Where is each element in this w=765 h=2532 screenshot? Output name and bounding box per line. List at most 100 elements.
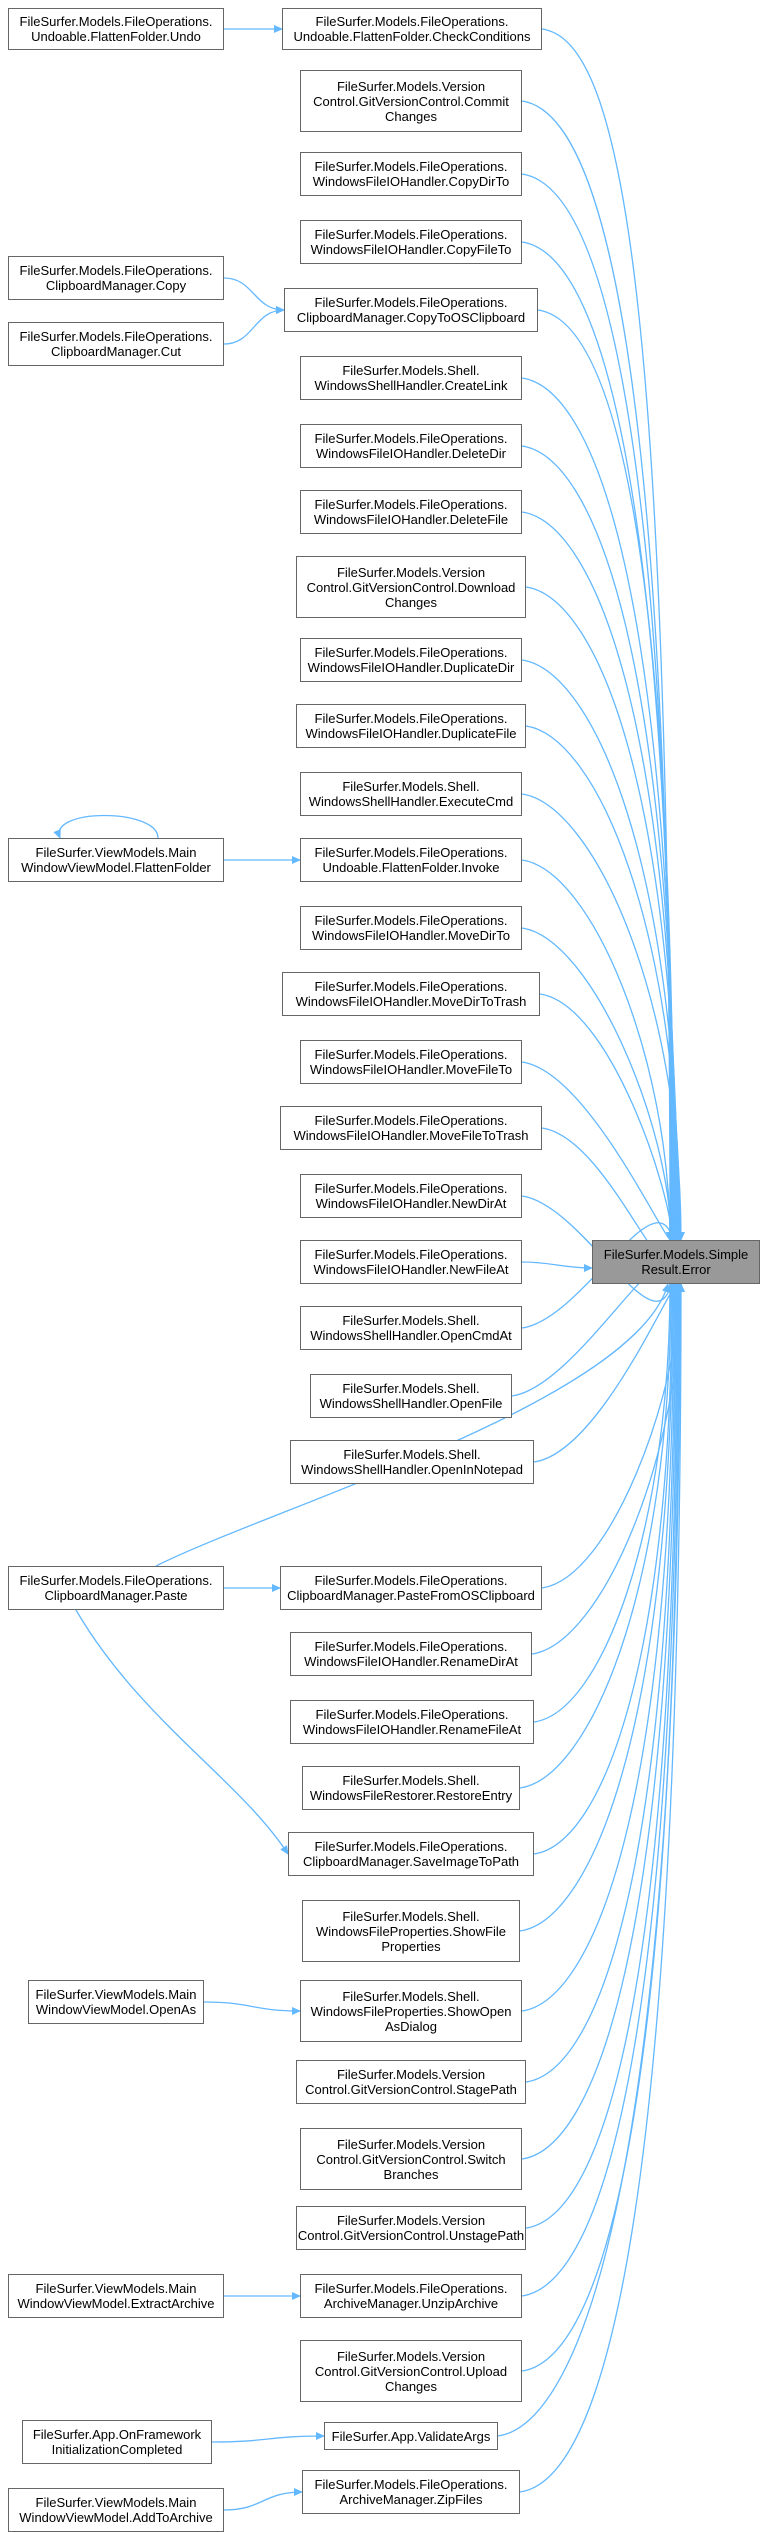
node-label-line: FileSurfer.Models.FileOperations. [315,1707,509,1722]
edge-to-target [521,445,680,1241]
edge-to-target [521,241,677,1241]
caller-node[interactable]: FileSurfer.Models.FileOperations.Windows… [300,1240,522,1284]
caller-node[interactable]: FileSurfer.Models.FileOperations.Undoabl… [8,8,224,50]
caller-node[interactable]: FileSurfer.Models.FileOperations.Archive… [302,2470,520,2514]
edge-to-target [521,659,683,1241]
caller-node[interactable]: FileSurfer.Models.FileOperations.Windows… [300,906,522,950]
caller-node[interactable]: FileSurfer.Models.FileOperations.Clipboa… [284,288,538,332]
node-label-line: ClipboardManager.CopyToOSClipboard [296,310,526,325]
caller-node[interactable]: FileSurfer.Models.Shell.WindowsShellHand… [310,1374,512,1418]
caller-node[interactable]: FileSurfer.Models.FileOperations.Clipboa… [8,1566,224,1610]
node-label-line: Changes [384,108,438,124]
node-label-line: ClipboardManager.SaveImageToPath [302,1854,520,1869]
caller-node[interactable]: FileSurfer.Models.FileOperations.Undoabl… [300,838,522,882]
node-label-line: WindowsFileIOHandler.DuplicateFile [305,726,517,741]
edge-to-target [519,1283,675,1789]
caller-node[interactable]: FileSurfer.Models.FileOperations.Clipboa… [280,1566,542,1610]
node-label-line: WindowsFileIOHandler.CopyDirTo [312,174,510,189]
caller-node[interactable]: FileSurfer.Models.Shell.WindowsFilePrope… [302,1900,520,1962]
edge-caller [223,306,285,345]
caller-node[interactable]: FileSurfer.Models.FileOperations.Windows… [300,1174,522,1218]
edge-to-target [521,859,674,1241]
node-label-line: Control.GitVersionControl.Switch [316,2151,506,2167]
node-label-line: FileSurfer.Models.FileOperations. [314,497,508,512]
node-label-line: WindowsFileRestorer.RestoreEntry [309,1788,513,1803]
caller-node[interactable]: FileSurfer.Models.Shell.WindowsShellHand… [300,356,522,400]
edge-to-target [521,1283,682,2297]
node-label-line: Control.GitVersionControl.StagePath [305,2082,517,2097]
node-label-line: InitializationCompleted [51,2442,183,2457]
node-label-line: WindowsFileIOHandler.DeleteFile [313,512,509,527]
caller-node[interactable]: FileSurfer.Models.FileOperations.Windows… [282,972,540,1016]
node-label-line: FileSurfer.Models.Shell. [342,363,480,378]
node-label-line: FileSurfer.Models.Version [336,2348,486,2364]
caller-node[interactable]: FileSurfer.Models.FileOperations.Windows… [300,152,522,196]
node-label-line: WindowViewModel.AddToArchive [19,2510,213,2525]
node-label-line: ClipboardManager.Copy [45,278,187,293]
node-label-line: WindowViewModel.FlattenFolder [21,860,211,875]
node-label-line: WindowsShellHandler.OpenFile [319,1396,503,1411]
caller-node[interactable]: FileSurfer.Models.Shell.WindowsFilePrope… [300,1980,522,2042]
node-label-line: FileSurfer.Models.Shell. [342,1988,480,2004]
caller-node[interactable]: FileSurfer.Models.FileOperations.Windows… [280,1106,542,1150]
caller-node[interactable]: FileSurfer.Models.FileOperations.Windows… [300,638,522,682]
node-label-line: Undoable.FlattenFolder.CheckConditions [293,29,531,44]
edge-to-target [521,1283,683,2372]
node-label-line: FileSurfer.Models.Shell. [343,1447,481,1462]
node-label-line: Result.Error [641,1262,711,1277]
caller-node[interactable]: FileSurfer.Models.FileOperations.Windows… [300,490,522,534]
node-label-line: FileSurfer.Models.FileOperations. [314,1573,508,1588]
caller-node[interactable]: FileSurfer.Models.FileOperations.Windows… [290,1700,534,1744]
caller-node[interactable]: FileSurfer.Models.FileOperations.Archive… [300,2274,522,2318]
node-label-line: FileSurfer.Models.FileOperations. [314,913,508,928]
node-label-line: FileSurfer.Models.Version [336,2136,486,2152]
caller-node[interactable]: FileSurfer.Models.FileOperations.Undoabl… [282,8,542,50]
caller-node[interactable]: FileSurfer.Models.FileOperations.Windows… [300,220,522,264]
caller-node[interactable]: FileSurfer.Models.FileOperations.Windows… [290,1632,532,1676]
edge-to-target [533,1283,674,1723]
node-label-line: WindowsShellHandler.CreateLink [314,378,508,393]
node-label-line: Changes [384,594,438,610]
node-label-line: FileSurfer.ViewModels.Main [35,2281,197,2296]
node-label-line: FileSurfer.ViewModels.Main [35,1987,197,2002]
edge-to-target [525,725,684,1241]
caller-node[interactable]: FileSurfer.Models.FileOperations.Windows… [300,424,522,468]
caller-node[interactable]: FileSurfer.Models.FileOperations.Windows… [296,704,526,748]
caller-node[interactable]: FileSurfer.Models.FileOperations.Windows… [300,1040,522,1084]
node-label-line: WindowsFileIOHandler.DeleteDir [315,446,506,461]
edge-caller [211,2432,325,2443]
caller-node[interactable]: FileSurfer.App.ValidateArgs [324,2422,498,2450]
node-label-line: FileSurfer.App.ValidateArgs [331,2428,491,2444]
node-label-line: Control.GitVersionControl.Download [306,579,516,595]
caller-node[interactable]: FileSurfer.Models.Shell.WindowsShellHand… [300,1306,522,1350]
node-label-line: WindowsFileIOHandler.DuplicateDir [307,660,515,675]
node-label-line: ClipboardManager.Cut [50,344,182,359]
node-label-line: FileSurfer.Models.FileOperations. [19,14,213,29]
node-label-line: WindowViewModel.OpenAs [35,2002,197,2017]
caller-node[interactable]: FileSurfer.Models.FileOperations.Clipboa… [288,1832,534,1876]
caller-node[interactable]: FileSurfer.Models.Shell.WindowsFileResto… [302,1766,520,1810]
node-label-line: Changes [384,2378,438,2394]
caller-node[interactable]: FileSurfer.Models.Shell.WindowsShellHand… [290,1440,534,1484]
caller-node[interactable]: FileSurfer.Models.FileOperations.Clipboa… [8,322,224,366]
node-label-line: FileSurfer.Models.FileOperations. [314,1113,508,1128]
node-label-line: WindowsShellHandler.ExecuteCmd [308,794,514,809]
node-label-line: FileSurfer.Models.FileOperations. [314,1639,508,1654]
node-label-line: FileSurfer.Models.FileOperations. [314,227,508,242]
caller-node[interactable]: FileSurfer.Models.Shell.WindowsShellHand… [300,772,522,816]
caller-node[interactable]: FileSurfer.Models.FileOperations.Clipboa… [8,256,224,300]
edge-to-target [519,1283,685,2493]
